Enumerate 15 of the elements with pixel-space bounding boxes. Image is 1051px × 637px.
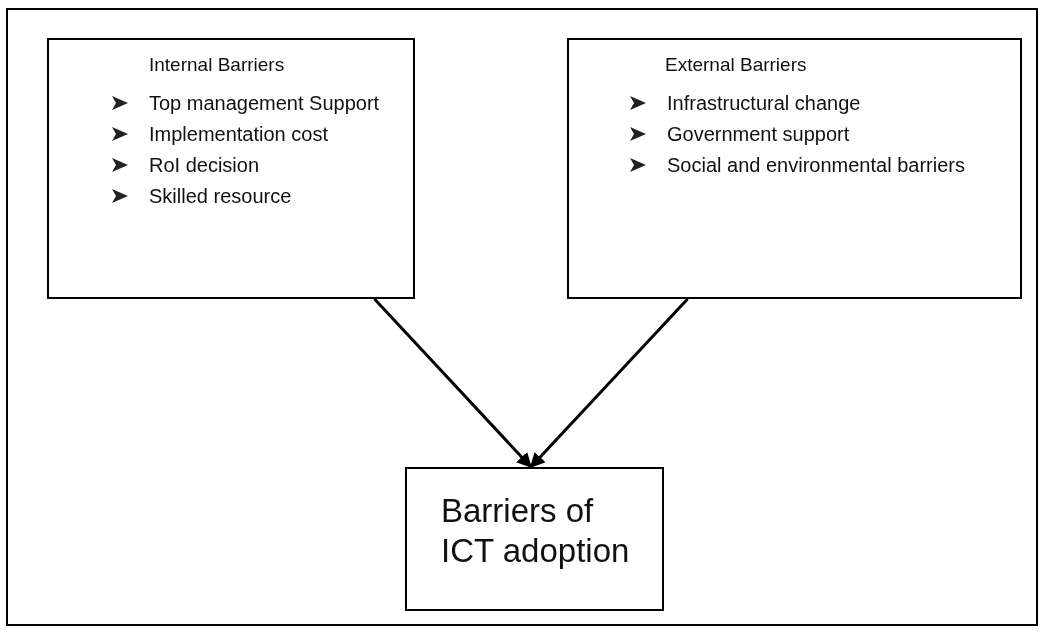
list-box: [567, 38, 1022, 299]
process-box: [405, 467, 664, 611]
list-box: [47, 38, 415, 299]
list-item: Infrastructural change: [667, 91, 861, 116]
box-title: Barriers of ICT adoption: [440, 491, 631, 571]
list-item: Implementation cost: [149, 122, 328, 147]
arrow: [373, 297, 532, 469]
list-item: RoI decision: [149, 153, 260, 178]
box-heading: External Barriers: [665, 54, 808, 76]
list-item: Skilled resource: [149, 184, 292, 209]
arrow: [529, 297, 689, 469]
box-heading: Internal Barriers: [149, 54, 286, 76]
list-item: Government support: [667, 122, 850, 147]
list-item: Social and environmental barriers: [667, 153, 965, 178]
list-item: Top management Support: [149, 91, 380, 116]
